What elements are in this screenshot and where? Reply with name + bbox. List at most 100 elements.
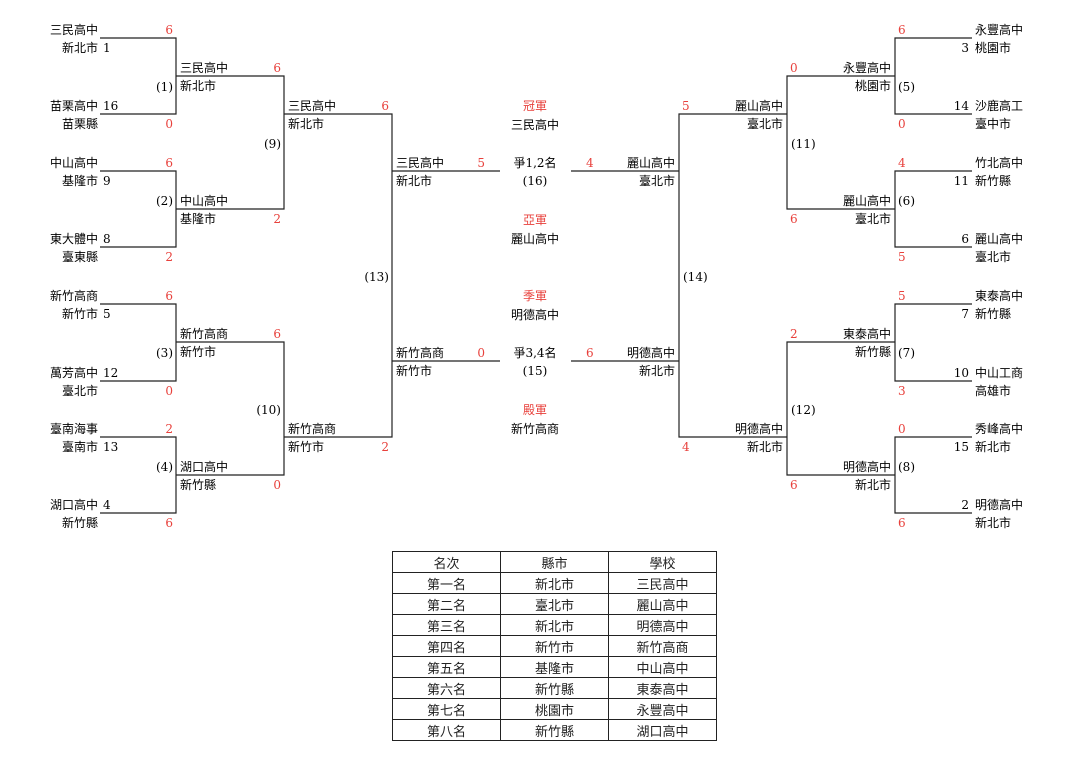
winner-slot-m8: 明德高中 新北市 6 bbox=[790, 459, 891, 492]
finalist-right-m16: 麗山高中 臺北市 4 bbox=[586, 155, 675, 188]
team-city: 臺北市 bbox=[747, 116, 783, 131]
header-rank: 名次 bbox=[392, 551, 501, 573]
school-cell: 永豐高中 bbox=[608, 698, 717, 720]
score: 2 bbox=[165, 422, 173, 436]
score: 6 bbox=[586, 346, 594, 360]
match-label: (7) bbox=[898, 346, 915, 360]
team-slot-r7: 東泰高中 7 新竹縣 bbox=[961, 288, 1023, 321]
team-city: 新竹縣 bbox=[180, 477, 216, 492]
team-name: 三民高中 bbox=[180, 60, 228, 75]
team-seed: 2 bbox=[961, 498, 969, 512]
team-name: 明德高中 bbox=[975, 497, 1023, 512]
score: 6 bbox=[165, 289, 173, 303]
match-label: (10) bbox=[256, 403, 281, 417]
match-label: (11) bbox=[791, 137, 816, 151]
team-name: 麗山高中 bbox=[735, 98, 783, 113]
team-name: 萬芳高中 bbox=[50, 365, 98, 380]
score: 5 bbox=[682, 99, 690, 113]
team-name: 中山高中 bbox=[180, 193, 228, 208]
team-city: 新北市 bbox=[975, 515, 1011, 530]
score: 0 bbox=[898, 117, 906, 131]
match-label: (13) bbox=[364, 270, 389, 284]
score: 6 bbox=[273, 327, 281, 341]
winner-slot-m4: 湖口高中 新竹縣 0 bbox=[180, 459, 281, 492]
city-cell: 新竹市 bbox=[500, 635, 609, 657]
winner-slot-m5: 永豐高中 桃園市 0 bbox=[790, 60, 891, 93]
team-slot-l8: 東大體中 8 臺東縣 bbox=[50, 231, 111, 264]
team-city: 基隆市 bbox=[180, 211, 216, 226]
header-school: 學校 bbox=[608, 551, 717, 573]
match-label: (1) bbox=[156, 80, 173, 94]
team-seed: 6 bbox=[961, 232, 969, 246]
team-city: 臺中市 bbox=[975, 116, 1011, 131]
team-name: 麗山高中 bbox=[975, 231, 1023, 246]
match-labels-left-r1: (1) (2) (3) (4) bbox=[156, 80, 173, 474]
team-name: 明德高中 bbox=[735, 421, 783, 436]
team-name: 湖口高中 bbox=[50, 497, 98, 512]
city-cell: 基隆市 bbox=[500, 656, 609, 678]
team-city: 新北市 bbox=[747, 439, 783, 454]
team-seed: 8 bbox=[103, 232, 111, 246]
team-city: 新北市 bbox=[62, 40, 98, 55]
score: 2 bbox=[381, 440, 389, 454]
team-name: 明德高中 bbox=[627, 345, 675, 360]
team-seed: 3 bbox=[961, 41, 969, 55]
score: 5 bbox=[898, 250, 906, 264]
team-city: 高雄市 bbox=[975, 383, 1011, 398]
team-slot-r15: 秀峰高中 15 新北市 bbox=[954, 421, 1023, 454]
team-seed: 14 bbox=[954, 99, 970, 113]
team-slot-r2: 2 明德高中 新北市 bbox=[961, 497, 1023, 530]
team-name: 三民高中 bbox=[288, 98, 336, 113]
score: 0 bbox=[898, 422, 906, 436]
score: 6 bbox=[165, 156, 173, 170]
score: 0 bbox=[165, 117, 173, 131]
team-seed: 4 bbox=[103, 498, 111, 512]
team-city: 臺南市 bbox=[62, 439, 98, 454]
team-city: 新竹市 bbox=[180, 344, 216, 359]
standings-table: 名次 縣市 學校 第一名 新北市 三民高中 第二名 臺北市 麗山高中 第三名 新… bbox=[392, 551, 717, 741]
match-label: (16) bbox=[523, 174, 548, 188]
team-city: 新竹縣 bbox=[975, 306, 1011, 321]
third-school: 明德高中 bbox=[511, 307, 559, 322]
match-label: (8) bbox=[898, 460, 915, 474]
team-slot-r3: 永豐高中 3 桃園市 bbox=[961, 22, 1023, 55]
match-label: (12) bbox=[791, 403, 816, 417]
scores-left-r1: 6 0 6 2 6 0 2 6 bbox=[165, 23, 173, 530]
score: 6 bbox=[273, 61, 281, 75]
team-slot-l5: 新竹高商 新竹市 5 bbox=[50, 288, 111, 321]
team-slot-l13: 臺南海事 臺南市 13 bbox=[50, 421, 118, 454]
table-row: 第三名 新北市 明德高中 bbox=[392, 614, 717, 636]
team-name: 明德高中 bbox=[843, 459, 891, 474]
finalist-right-m15: 明德高中 新北市 6 bbox=[586, 345, 675, 378]
match-labels-right-r1: (5) (6) (7) (8) bbox=[898, 80, 915, 474]
score: 6 bbox=[165, 23, 173, 37]
third-title: 季軍 bbox=[523, 289, 547, 303]
header-city: 縣市 bbox=[500, 551, 609, 573]
team-city: 臺北市 bbox=[855, 211, 891, 226]
table-row: 第八名 新竹縣 湖口高中 bbox=[392, 719, 717, 741]
rank-cell: 第六名 bbox=[392, 677, 501, 699]
score: 2 bbox=[273, 212, 281, 226]
team-city: 臺北市 bbox=[975, 249, 1011, 264]
team-seed: 15 bbox=[954, 440, 969, 454]
winner-slot-m10: 新竹高商 新竹市 2 bbox=[288, 421, 389, 454]
team-name: 秀峰高中 bbox=[975, 421, 1023, 436]
winner-slot-m2: 中山高中 基隆市 2 bbox=[180, 193, 281, 226]
team-city: 新竹市 bbox=[396, 363, 432, 378]
score: 6 bbox=[898, 516, 906, 530]
team-city: 新北市 bbox=[180, 78, 216, 93]
team-name: 麗山高中 bbox=[843, 193, 891, 208]
team-city: 臺東縣 bbox=[62, 249, 98, 264]
table-row: 第七名 桃園市 永豐高中 bbox=[392, 698, 717, 720]
team-slot-r10: 10 中山工商 高雄市 bbox=[954, 365, 1023, 398]
school-cell: 新竹高商 bbox=[608, 635, 717, 657]
team-name: 苗栗高中 bbox=[50, 98, 98, 113]
center-column: 冠軍 三民高中 爭1,2名 (16) 亞軍 麗山高中 季軍 明德高中 爭3,4名… bbox=[511, 99, 559, 436]
team-city: 新北市 bbox=[639, 363, 675, 378]
table-row: 第六名 新竹縣 東泰高中 bbox=[392, 677, 717, 699]
match-label: (5) bbox=[898, 80, 915, 94]
runner-up-title: 亞軍 bbox=[523, 213, 547, 227]
rank-cell: 第二名 bbox=[392, 593, 501, 615]
score: 0 bbox=[790, 61, 798, 75]
team-seed: 16 bbox=[103, 99, 118, 113]
